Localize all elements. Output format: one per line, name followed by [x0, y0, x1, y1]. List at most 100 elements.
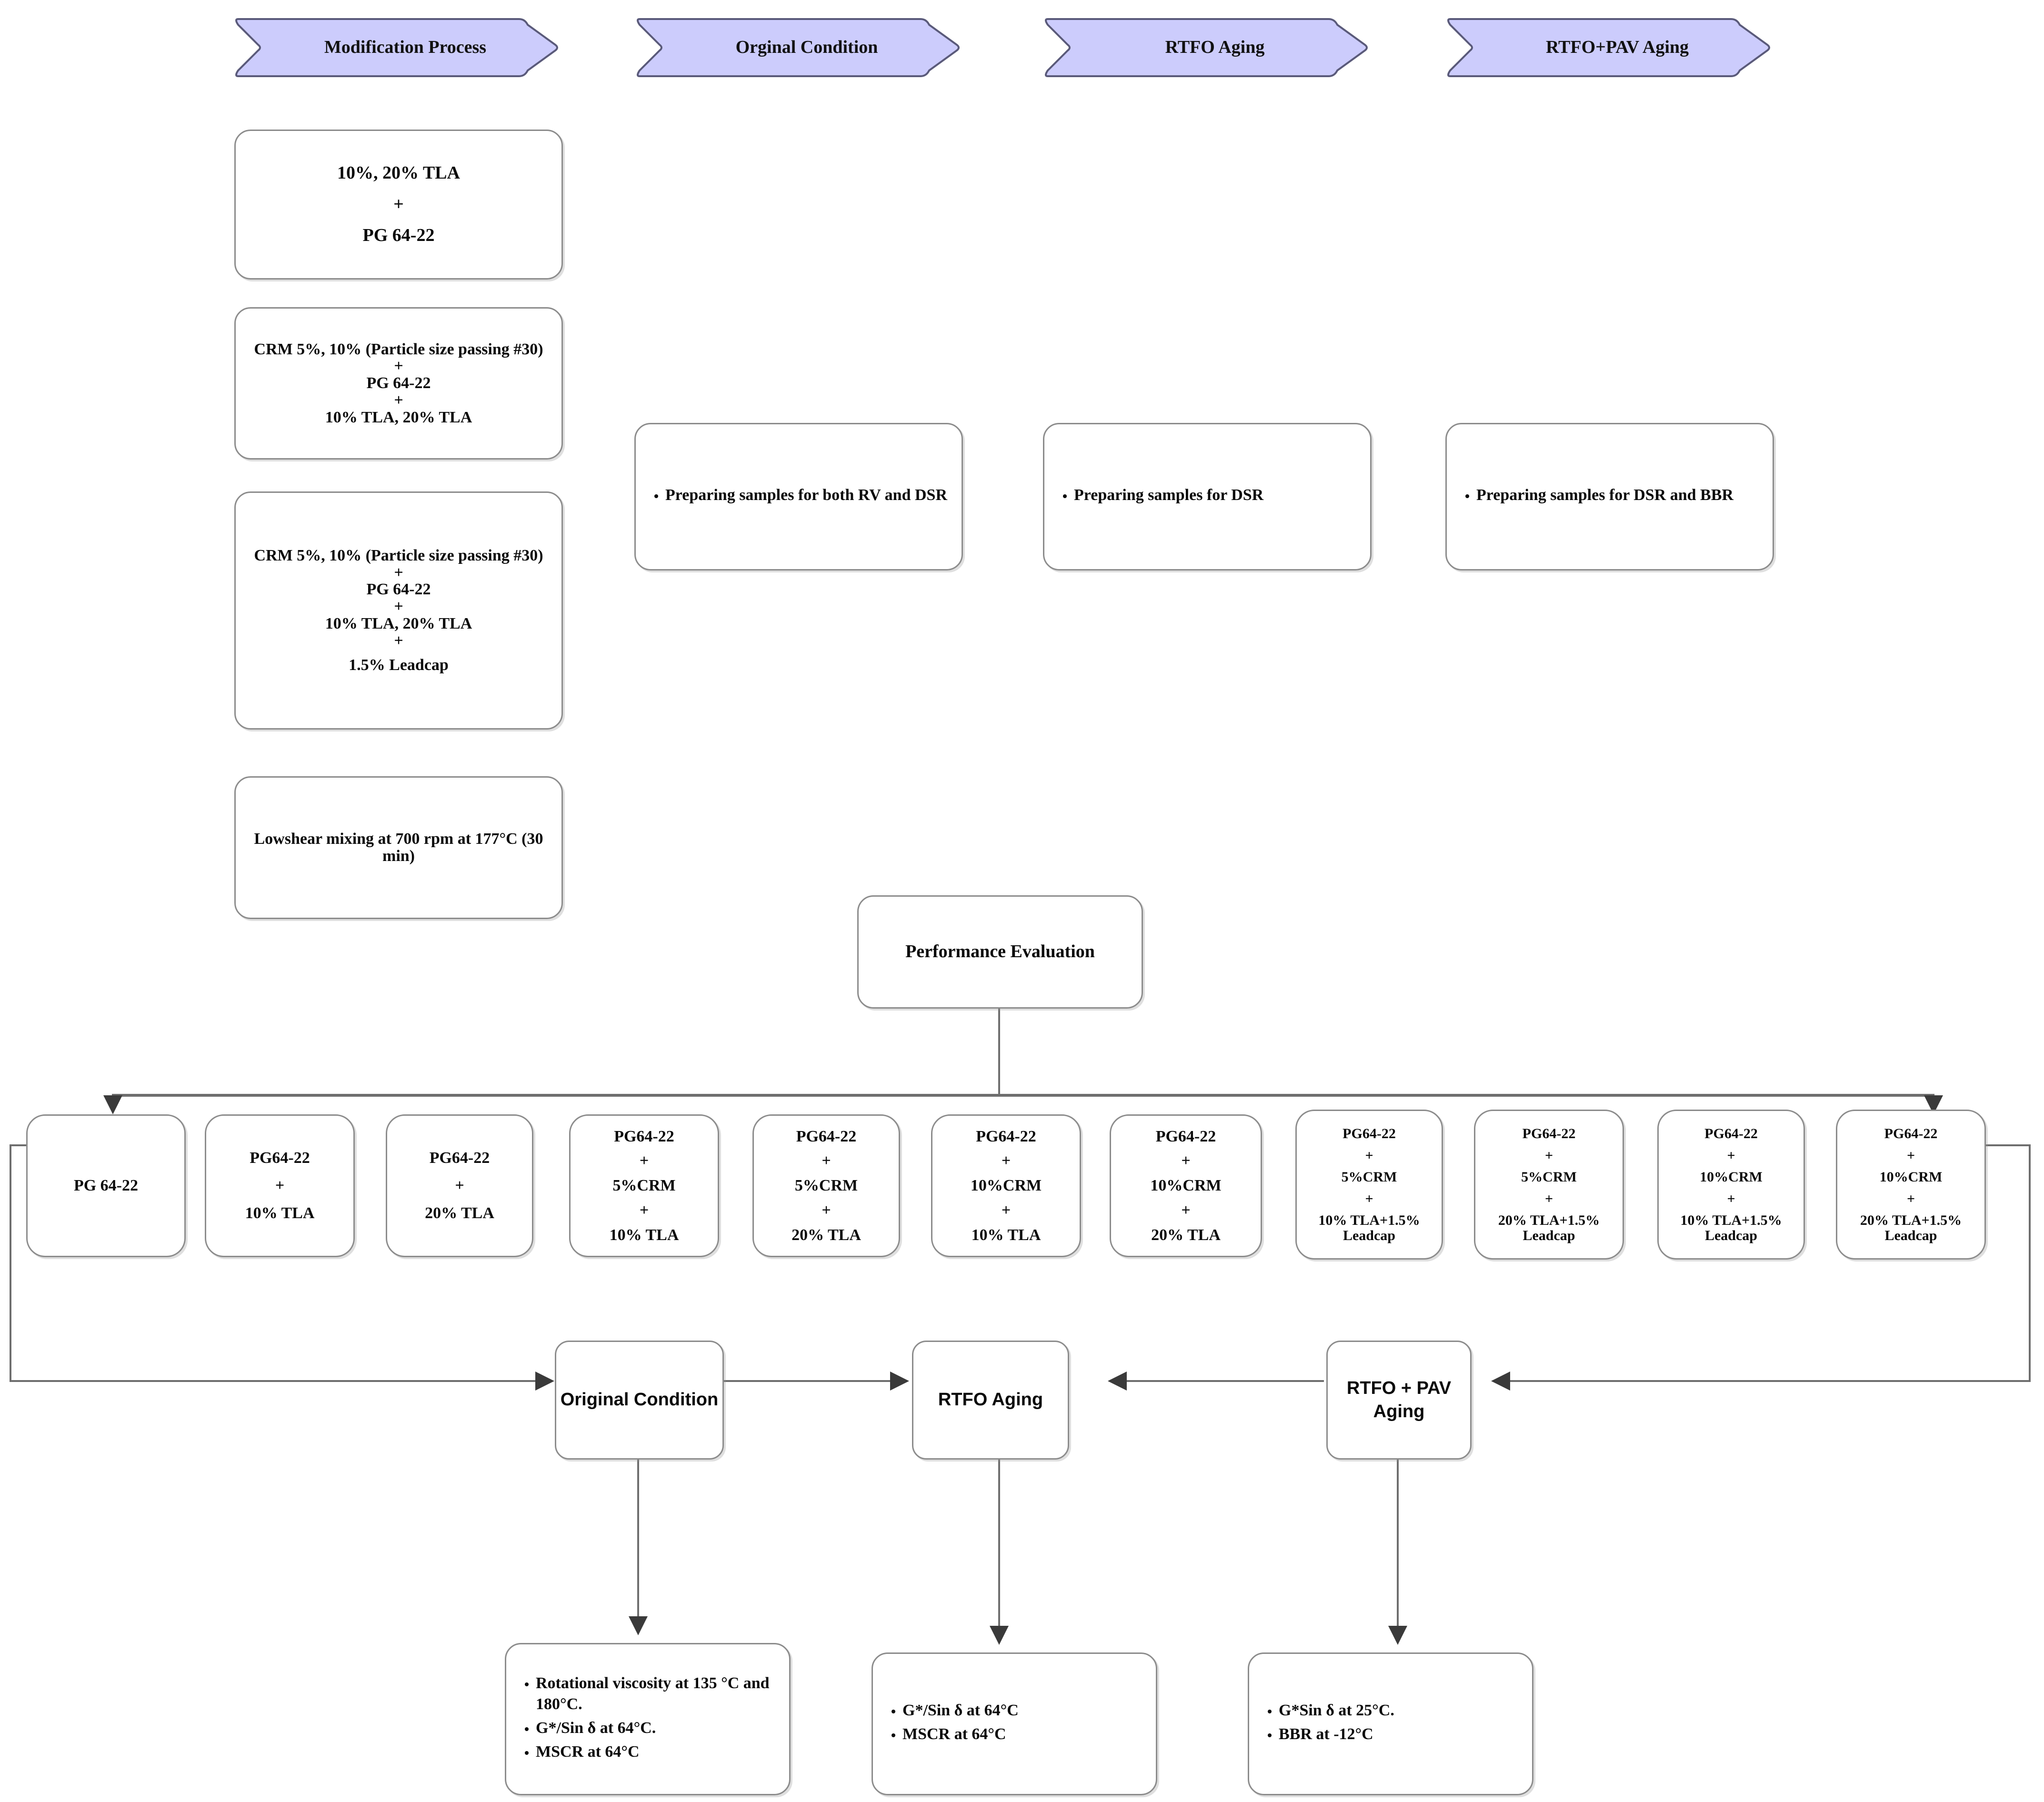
binder-line: 10%CRM	[1879, 1169, 1943, 1185]
aging-box-label: RTFO Aging	[938, 1390, 1043, 1410]
plus-sign: +	[394, 391, 403, 409]
modification-step-box-3: CRM 5%, 10% (Particle size passing #30) …	[234, 491, 563, 730]
plus-sign: +	[1727, 1147, 1735, 1163]
aging-box-rtfo-pav-aging: RTFO + PAV Aging	[1326, 1341, 1472, 1460]
binder-line: PG64-22	[614, 1127, 674, 1145]
aging-box-label: RTFO + PAV Aging	[1346, 1378, 1452, 1422]
test-results-list: G*Sin δ at 25°C. BBR at -12°C	[1249, 1700, 1394, 1748]
plus-sign: +	[1001, 1152, 1011, 1170]
plus-sign: +	[1001, 1201, 1011, 1219]
list-item: G*/Sin δ at 64°C	[902, 1700, 1019, 1721]
aging-box-label: Original Condition	[560, 1390, 719, 1410]
chevron-shape	[235, 18, 558, 77]
modification-step-line: 10% TLA, 20% TLA	[325, 408, 472, 426]
test-results-box-rtfo: G*/Sin δ at 64°C MSCR at 64°C	[872, 1652, 1157, 1795]
modification-step-box-2: CRM 5%, 10% (Particle size passing #30) …	[234, 307, 563, 460]
binder-box-10: PG64-22 + 10%CRM + 10% TLA+1.5% Leadcap	[1657, 1110, 1805, 1260]
modification-step-line: Lowshear mixing at 700 rpm at 177°C (30 …	[254, 830, 543, 865]
binder-line: PG64-22	[1343, 1126, 1396, 1141]
binder-box-8: PG64-22 + 5%CRM + 10% TLA+1.5% Leadcap	[1295, 1110, 1443, 1260]
plus-sign: +	[1181, 1152, 1191, 1170]
modification-step-line: 10% TLA, 20% TLA	[325, 614, 472, 632]
plus-sign: +	[1365, 1191, 1373, 1207]
sample-prep-box-original: Preparing samples for both RV and DSR	[634, 423, 963, 571]
plus-sign: +	[455, 1177, 464, 1195]
binder-box-1: PG 64-22	[26, 1114, 186, 1257]
binder-line: PG64-22	[250, 1149, 310, 1167]
list-item: Rotational viscosity at 135 °C and 180°C…	[536, 1673, 789, 1715]
header-banner-original-condition: Orginal Condition	[635, 17, 963, 78]
chevron-shape	[637, 18, 960, 77]
plus-sign: +	[394, 631, 403, 650]
binder-box-5: PG64-22 + 5%CRM + 20% TLA	[752, 1114, 900, 1257]
test-results-box-rtfo-pav: G*Sin δ at 25°C. BBR at -12°C	[1248, 1652, 1533, 1795]
binder-line: 10% TLA	[245, 1204, 315, 1222]
binder-line: 10% TLA+1.5% Leadcap	[1318, 1212, 1420, 1243]
binder-line: PG64-22	[1884, 1126, 1938, 1141]
plus-sign: +	[1906, 1191, 1915, 1207]
sample-prep-box-rtfo: Preparing samples for DSR	[1043, 423, 1372, 571]
sample-prep-list: Preparing samples for DSR and BBR	[1447, 485, 1733, 509]
test-results-box-original: Rotational viscosity at 135 °C and 180°C…	[505, 1643, 791, 1795]
list-item: MSCR at 64°C	[902, 1724, 1019, 1745]
performance-evaluation-box: Performance Evaluation	[857, 895, 1143, 1009]
binder-line: 10% TLA	[971, 1226, 1041, 1244]
test-results-list: Rotational viscosity at 135 °C and 180°C…	[506, 1673, 789, 1766]
chevron-shape	[1045, 18, 1368, 77]
modification-step-line: 1.5% Leadcap	[349, 656, 449, 674]
header-banner-rtfo-pav-aging: RTFO+PAV Aging	[1445, 17, 1774, 78]
plus-sign: +	[822, 1201, 831, 1219]
plus-sign: +	[639, 1201, 649, 1219]
binder-box-7: PG64-22 + 10%CRM + 20% TLA	[1110, 1114, 1262, 1257]
binder-line: 10%CRM	[1150, 1177, 1222, 1195]
binder-line: 20% TLA+1.5% Leadcap	[1498, 1212, 1600, 1243]
binder-line: PG64-22	[976, 1127, 1036, 1145]
binder-box-6: PG64-22 + 10%CRM + 10% TLA	[931, 1114, 1081, 1257]
binder-line: PG 64-22	[73, 1177, 139, 1195]
sample-prep-box-rtfo-pav: Preparing samples for DSR and BBR	[1445, 423, 1774, 571]
list-item: Preparing samples for both RV and DSR	[665, 485, 947, 506]
binder-line: 5%CRM	[1341, 1169, 1397, 1185]
binder-line: 20% TLA	[1151, 1226, 1221, 1244]
binder-line: PG64-22	[1155, 1127, 1216, 1145]
plus-sign: +	[1181, 1201, 1191, 1219]
modification-step-line: 10%, 20% TLA	[337, 162, 460, 183]
header-banner-label: Modification Process	[324, 37, 487, 58]
modification-step-line: CRM 5%, 10% (Particle size passing #30)	[254, 340, 543, 358]
binder-line: 5%CRM	[794, 1177, 858, 1195]
list-item: Preparing samples for DSR	[1074, 485, 1263, 506]
plus-sign: +	[1365, 1147, 1373, 1163]
binder-line: 20% TLA+1.5% Leadcap	[1860, 1212, 1962, 1243]
modification-step-line: PG 64-22	[362, 225, 435, 246]
list-item: Preparing samples for DSR and BBR	[1476, 485, 1733, 506]
binder-line: 20% TLA	[792, 1226, 861, 1244]
plus-sign: +	[275, 1177, 285, 1195]
binder-line: PG64-22	[1704, 1126, 1758, 1141]
aging-box-rtfo-aging: RTFO Aging	[912, 1341, 1069, 1460]
binder-line: 10% TLA	[609, 1226, 679, 1244]
list-item: G*/Sin δ at 64°C.	[536, 1718, 789, 1739]
binder-line: 10%CRM	[970, 1177, 1042, 1195]
list-item: G*Sin δ at 25°C.	[1279, 1700, 1394, 1721]
sample-prep-list: Preparing samples for both RV and DSR	[636, 485, 947, 509]
plus-sign: +	[639, 1152, 649, 1170]
binder-line: 5%CRM	[1521, 1169, 1577, 1185]
header-banner-label: RTFO Aging	[1165, 37, 1265, 58]
header-banner-label: RTFO+PAV Aging	[1545, 37, 1689, 58]
plus-sign: +	[1544, 1191, 1553, 1207]
header-banner-modification: Modification Process	[233, 17, 562, 78]
binder-box-2: PG64-22 + 10% TLA	[205, 1114, 355, 1257]
plus-sign: +	[394, 357, 403, 375]
modification-step-line: PG 64-22	[366, 581, 431, 599]
binder-line: PG64-22	[1522, 1126, 1576, 1141]
modification-step-line: CRM 5%, 10% (Particle size passing #30)	[254, 547, 543, 565]
binder-box-9: PG64-22 + 5%CRM + 20% TLA+1.5% Leadcap	[1474, 1110, 1624, 1260]
binder-line: PG64-22	[796, 1127, 857, 1145]
modification-step-line: PG 64-22	[366, 374, 431, 392]
header-banner-rtfo-aging: RTFO Aging	[1043, 17, 1372, 78]
binder-line: 20% TLA	[425, 1204, 494, 1222]
chevron-shape	[1447, 18, 1770, 77]
modification-step-box-1: 10%, 20% TLA + PG 64-22	[234, 130, 563, 280]
test-results-list: G*/Sin δ at 64°C MSCR at 64°C	[873, 1700, 1019, 1748]
